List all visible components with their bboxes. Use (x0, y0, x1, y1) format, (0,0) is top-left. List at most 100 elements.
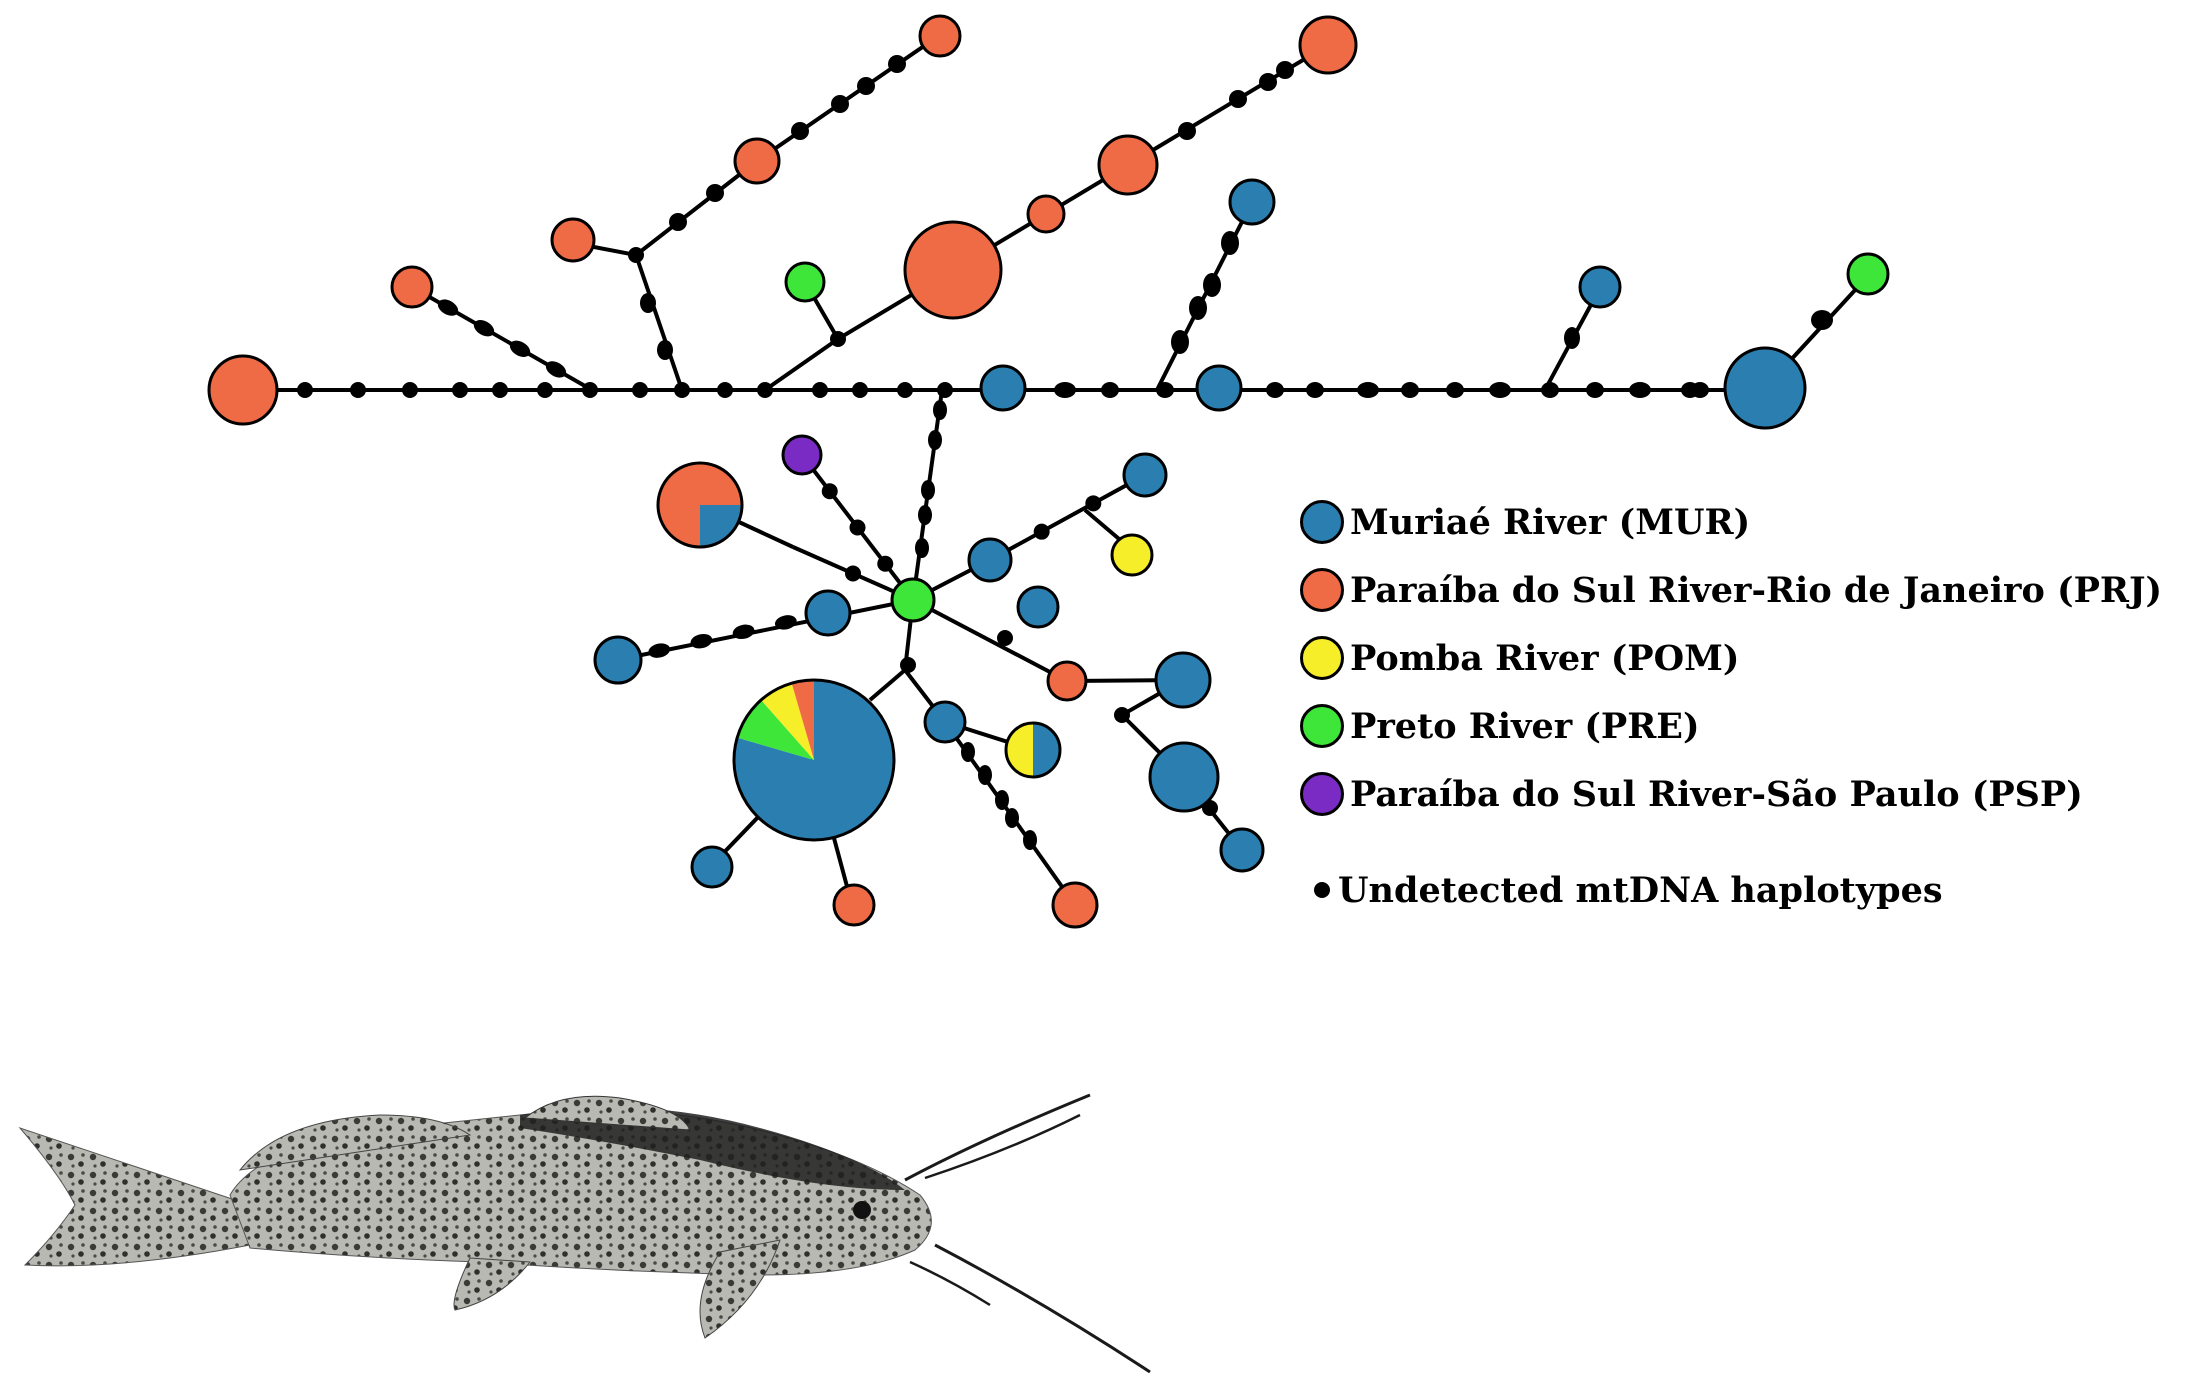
undetected-haplotype (1221, 231, 1239, 255)
undetected-haplotype (830, 331, 846, 347)
undetected-haplotype (1401, 382, 1419, 398)
undetected-haplotype (1691, 382, 1709, 398)
legend-item-pre: Preto River (PRE) (1300, 692, 2162, 760)
legend-label: Muriaé River (MUR) (1350, 501, 1751, 543)
haplotype-node-prj (1026, 194, 1066, 234)
legend-item-pom: Pomba River (POM) (1300, 624, 2162, 692)
undetected-haplotype (1054, 382, 1076, 398)
undetected-haplotype (1171, 330, 1189, 354)
undetected-haplotype (1203, 273, 1221, 297)
undetected-haplotype (1564, 327, 1580, 349)
undetected-haplotype (937, 382, 953, 398)
barbel-lower (934, 1243, 1151, 1374)
undetected-haplotype (961, 742, 975, 762)
undetected-haplotype (690, 633, 713, 649)
fish-back-shading (520, 1107, 905, 1190)
undetected-haplotype (1489, 382, 1511, 398)
network-edge (755, 33, 942, 163)
haplotype-node-mur (1148, 741, 1220, 813)
legend-item-prj: Paraíba do Sul River-Rio de Janeiro (PRJ… (1300, 556, 2162, 624)
undetected-haplotype (791, 122, 809, 140)
catfish-illustration (18, 1093, 1151, 1374)
undetected-haplotype (995, 790, 1009, 810)
undetected-haplotype (831, 95, 849, 113)
undetected-haplotype (437, 299, 459, 316)
undetected-haplotype (1033, 523, 1050, 540)
pie-slice-mur (700, 505, 742, 547)
network-edge (763, 337, 840, 392)
haplotype-node-mur (690, 845, 734, 889)
network-edge (912, 598, 1068, 683)
undetected-haplotype (1229, 90, 1247, 108)
undetected-haplotype (297, 382, 313, 398)
undetected-haplotype (877, 555, 894, 572)
undetected-haplotype (888, 55, 906, 73)
undetected-haplotype (669, 213, 687, 231)
undetected-haplotype (657, 340, 673, 360)
haplotype-node-prj (550, 217, 596, 263)
undetected-haplotype (1357, 382, 1379, 398)
legend-swatch-prj (1300, 568, 1344, 612)
undetected-haplotype (757, 382, 773, 398)
legend-swatch-undetected (1314, 882, 1330, 898)
pelvic-fin (453, 1257, 531, 1311)
network-edge (1155, 201, 1254, 391)
undetected-haplotype (628, 247, 644, 263)
undetected-haplotype (640, 293, 656, 313)
haplotype-node-mur (1578, 265, 1622, 309)
haplotype-node-prj (733, 137, 781, 185)
network-edge (634, 254, 684, 391)
haplotype-node-pre (890, 577, 936, 623)
haplotype-node-psp (781, 434, 823, 476)
legend-label: Paraíba do Sul River-Rio de Janeiro (PRJ… (1350, 569, 2163, 611)
haplotype-node-mur (1016, 585, 1060, 629)
undetected-haplotype (921, 480, 935, 500)
legend-label: Paraíba do Sul River-São Paulo (PSP) (1350, 773, 2083, 815)
undetected-haplotype (1811, 310, 1833, 330)
pie-slice-pom (1006, 723, 1033, 777)
undetected-haplotype (933, 400, 947, 420)
haplotype-node-prj (918, 14, 962, 58)
undetected-haplotype (1306, 382, 1324, 398)
undetected-haplotype (545, 361, 567, 378)
haplotype-pie-node (732, 678, 896, 842)
haplotype-node-mur (979, 364, 1027, 412)
legend-swatch-mur (1300, 500, 1344, 544)
network-edge (989, 473, 1146, 562)
undetected-haplotype (509, 340, 531, 357)
haplotype-node-pre (784, 261, 826, 303)
pie-slice-pre (737, 699, 814, 760)
undetected-haplotype (1266, 382, 1284, 398)
undetected-haplotype (632, 382, 648, 398)
undetected-haplotype (1276, 61, 1294, 79)
haplotype-node-prj (207, 354, 279, 426)
legend-item-mur: Muriaé River (MUR) (1300, 488, 2162, 556)
haplotype-node-pre (1846, 252, 1890, 296)
undetected-haplotype (1629, 382, 1651, 398)
undetected-haplotype (706, 184, 724, 202)
pectoral-fin (699, 1239, 781, 1339)
network-edge (868, 668, 907, 702)
pie-outline (732, 678, 896, 842)
haplotype-node-prj (1097, 134, 1159, 196)
undetected-haplotype (350, 382, 366, 398)
adipose-fin (238, 1114, 472, 1171)
undetected-haplotype (812, 382, 828, 398)
haplotype-node-mur (967, 537, 1013, 583)
haplotype-node-mur (1122, 452, 1168, 498)
undetected-haplotype (997, 630, 1013, 646)
undetected-haplotype (1178, 122, 1196, 140)
undetected-haplotype (918, 505, 932, 525)
undetected-haplotype (1259, 73, 1277, 91)
barbel-upper (904, 1093, 1091, 1182)
dorsal-fin (523, 1095, 691, 1131)
haplotype-node-prj (390, 265, 434, 309)
undetected-haplotype (857, 77, 875, 95)
pie-slice-prj (658, 463, 700, 547)
undetected-haplotype (900, 657, 916, 673)
haplotype-pie-node (1004, 721, 1062, 779)
undetected-haplotype (849, 519, 866, 536)
haplotype-node-mur (1723, 346, 1807, 430)
undetected-haplotype (452, 382, 468, 398)
